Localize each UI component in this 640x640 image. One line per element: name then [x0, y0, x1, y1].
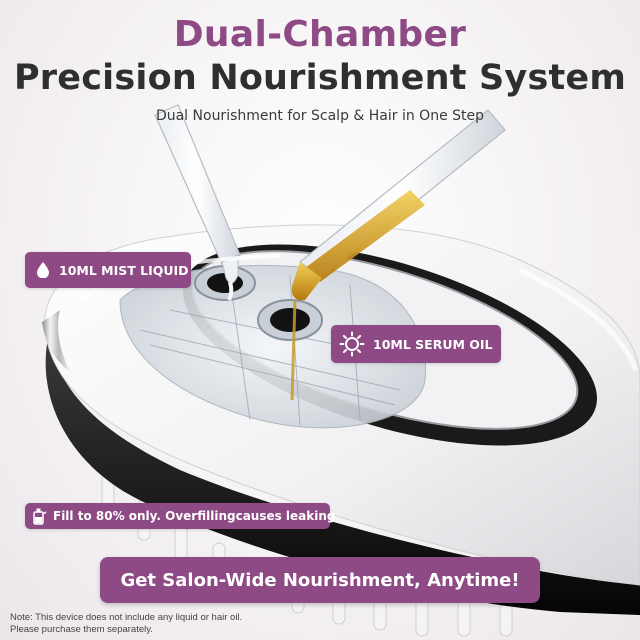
footnote-line-2: Please purchase them separately.	[10, 624, 153, 635]
subtitle: Dual Nourishment for Scalp & Hair in One…	[155, 108, 485, 124]
fill-warning-label: Fill to 80% only. Overfillingcauses leak…	[53, 509, 336, 523]
cta-label: Get Salon-Wide Nourishment, Anytime!	[120, 569, 520, 591]
mist-liquid-callout: 10ML MIST LIQUID	[25, 252, 191, 288]
sun-icon	[339, 331, 365, 357]
headline-line-2: Precision Nourishment System	[13, 58, 627, 98]
serum-oil-label: 10ML SERUM OIL	[373, 336, 493, 352]
bottle-icon	[33, 507, 47, 525]
mist-liquid-label: 10ML MIST LIQUID	[59, 262, 189, 278]
headline-line-1: Dual-Chamber	[173, 14, 467, 55]
chrome-trim	[42, 310, 70, 372]
water-drop-icon	[35, 261, 51, 279]
serum-oil-callout: 10ML SERUM OIL	[331, 325, 501, 363]
clear-tray	[119, 264, 427, 429]
footnote: Note: This device does not include any l…	[10, 612, 340, 636]
serum-dropper	[290, 109, 506, 401]
fill-warning-callout: Fill to 80% only. Overfillingcauses leak…	[25, 503, 336, 529]
footnote-line-1: Note: This device does not include any l…	[10, 612, 243, 623]
cta-banner: Get Salon-Wide Nourishment, Anytime!	[100, 557, 540, 603]
mist-dropper	[154, 104, 241, 301]
